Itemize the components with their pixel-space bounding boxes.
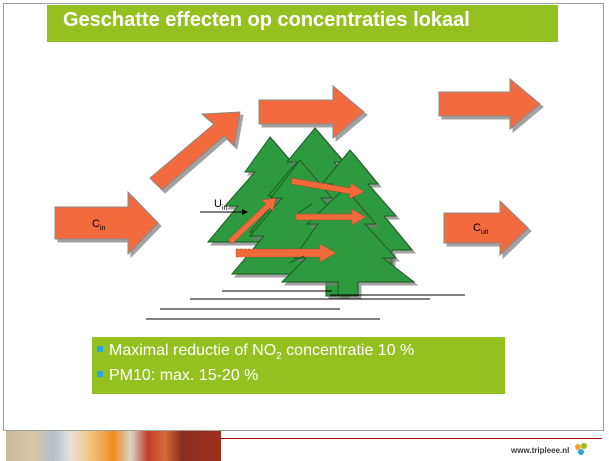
arrow-top-right (438, 77, 541, 131)
u-in-arrowhead (242, 209, 248, 215)
arrow-c-uit (443, 199, 529, 257)
branch-line (297, 203, 313, 214)
footer-divider (221, 438, 602, 439)
bullet-box (92, 337, 505, 394)
tree-group (206, 127, 416, 297)
bullet-item-no2: Maximal reductie of NO2 concentratie 10 … (97, 341, 414, 362)
arrow-through-trees-lower (235, 243, 337, 263)
slide-title: Geschatte effecten op concentraties loka… (63, 9, 470, 31)
arrow-c-in (54, 190, 159, 256)
u-in-label: Uin (214, 198, 228, 212)
arrow-through-trees-diag (227, 197, 277, 245)
c-in-label: Cin (92, 218, 106, 232)
c-uit-label: Cuit (473, 222, 488, 236)
bullet-square-icon (97, 346, 103, 353)
branch-line (288, 255, 305, 264)
slide-frame (3, 3, 604, 431)
footer-photo-strip (6, 431, 221, 461)
bullet-item-pm10: PM10: max. 15-20 % (97, 366, 258, 386)
arrow-through-trees-mid (295, 208, 367, 226)
title-bar (47, 5, 558, 42)
arrow-through-trees-upper (290, 177, 365, 200)
tree-icon (280, 187, 416, 297)
bullet-square-icon (97, 371, 103, 378)
company-logo-icon (575, 443, 587, 455)
ground-lines (146, 290, 465, 320)
arrow-diagonal-up (149, 111, 241, 191)
arrow-top (258, 84, 365, 140)
footer-url: www.tripleee.nl (511, 446, 570, 455)
